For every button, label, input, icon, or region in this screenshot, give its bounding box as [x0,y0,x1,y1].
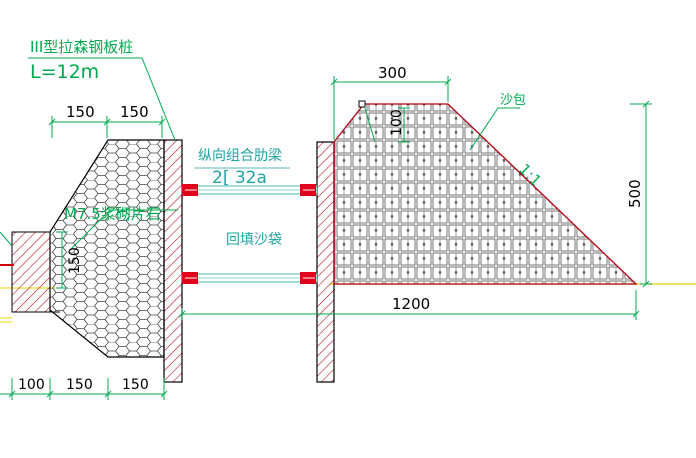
sandbag-bank [333,103,638,285]
dim-bottom-c: 150 [122,377,149,393]
dim-bottom-a: 100 [18,377,45,393]
backfill-label: 回填沙袋 [226,232,282,248]
masonry-leader [69,209,178,251]
upper-beam [181,184,318,196]
left-stub-wall [11,231,51,313]
beam-name-label: 纵向组合肋梁 [198,148,282,164]
dim-span: 1200 [392,295,430,313]
dim-sandbag-inset: 100 [389,109,405,136]
small-square-marker-icon [358,100,366,108]
dim-top-left-a: 150 [66,103,95,121]
lower-beam [181,272,318,284]
sheet-pile-leader [28,57,176,141]
sheet-pile-length-label: L=12m [30,61,99,83]
dim-bottom-b: 150 [66,377,93,393]
left-sheet-pile [163,139,183,383]
dim-top-left-b: 150 [120,103,149,121]
sheet-pile-type-label: III型拉森钢板桩 [30,38,133,56]
dimension-lines [0,76,652,400]
sandbag-leader [469,107,499,151]
dim-masonry-height: 150 [67,247,83,274]
beam-spec-label: 2[ 32a [212,168,267,188]
sandbag-label: 沙包 [500,93,526,108]
right-sheet-pile [316,141,335,383]
dim-top-right: 300 [378,64,407,82]
masonry-label: M7.5浆砌片石 [64,205,161,223]
dim-height-right: 500 [626,179,644,208]
